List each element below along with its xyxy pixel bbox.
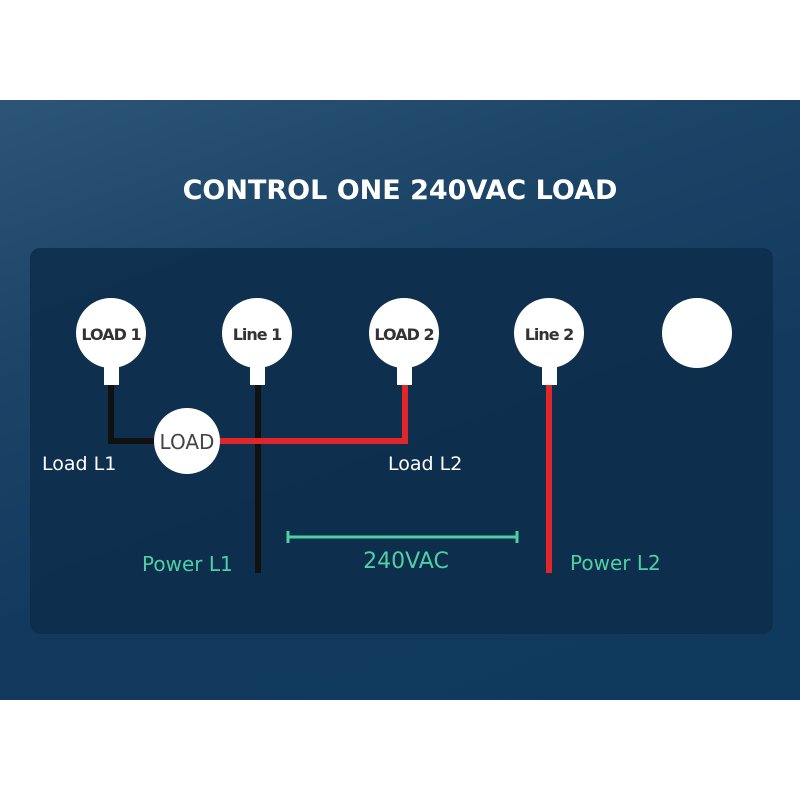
load-label: LOAD [160, 430, 215, 454]
voltage-span-arrow [286, 531, 519, 543]
load-symbol: LOAD [154, 408, 220, 474]
terminal-label: Line 1 [233, 325, 282, 344]
label-load-l1: Load L1 [42, 453, 116, 475]
label-voltage: 240VAC [363, 549, 449, 574]
label-power-l1: Power L1 [142, 552, 233, 576]
diagram-title: CONTROL ONE 240VAC LOAD [183, 175, 618, 206]
terminal-label: LOAD 1 [81, 325, 141, 344]
terminal-label: LOAD 2 [374, 325, 433, 344]
label-load-l2: Load L2 [388, 453, 462, 475]
terminal-label: Line 2 [525, 325, 574, 344]
terminal-load2: LOAD 2 [369, 298, 439, 385]
terminal-line1: Line 1 [222, 298, 292, 385]
wire-load-l1 [108, 380, 160, 444]
label-power-l2: Power L2 [570, 551, 661, 575]
terminal-line2: Line 2 [514, 298, 584, 385]
terminal-load1: LOAD 1 [76, 298, 146, 385]
wire-load-l2 [214, 380, 408, 444]
terminal-blank [662, 298, 732, 368]
